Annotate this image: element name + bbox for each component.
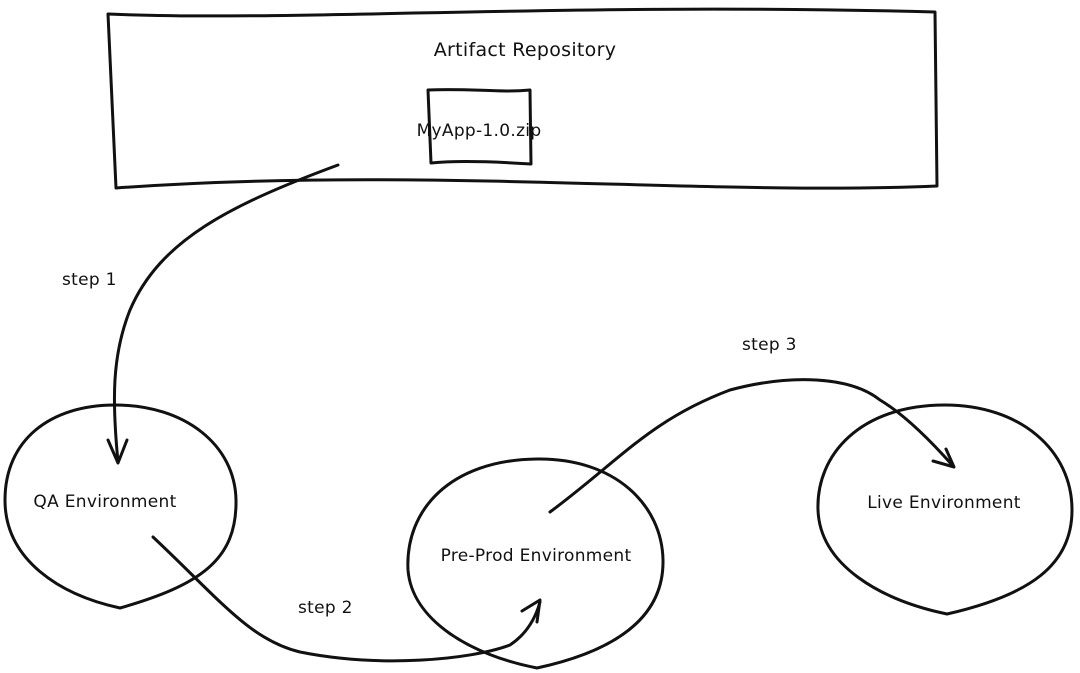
- step-3-label: step 3: [742, 335, 797, 355]
- step-2-arrow: [151, 535, 542, 663]
- live-environment-circle: [816, 403, 1074, 616]
- artifact-repository-title: Artifact Repository: [434, 39, 617, 61]
- step-3-arrowhead: [931, 447, 956, 469]
- step-2-label: step 2: [298, 598, 353, 618]
- artifact-repository-box: [106, 7, 939, 190]
- step-1-label: step 1: [62, 270, 117, 290]
- step-1-arrowhead: [106, 438, 129, 465]
- preprod-environment-circle: [406, 457, 665, 670]
- step-2-arrowhead: [520, 598, 542, 624]
- artifact-file-label[interactable]: MyApp-1.0.zip: [417, 121, 542, 141]
- step-3-arrow: [548, 378, 955, 514]
- live-environment-label[interactable]: Live Environment: [867, 493, 1021, 513]
- artifact-file-box: [426, 88, 533, 166]
- step-1-arrow: [112, 163, 340, 464]
- qa-environment-label[interactable]: QA Environment: [33, 492, 176, 512]
- qa-environment-circle: [3, 403, 238, 610]
- preprod-environment-label[interactable]: Pre-Prod Environment: [441, 546, 632, 566]
